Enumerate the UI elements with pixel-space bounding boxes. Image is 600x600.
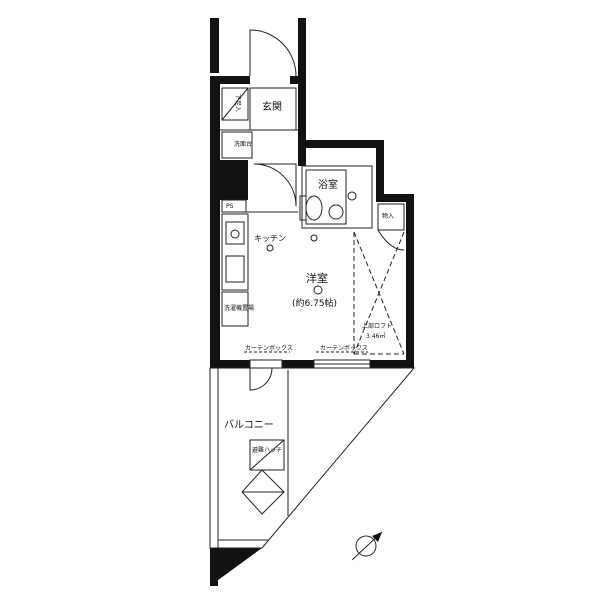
label-curtain-left: カーテンボックス — [245, 344, 293, 352]
label-ps: PS — [226, 203, 234, 210]
wall-entrance-right — [298, 76, 306, 166]
label-kitchen: キッチン — [254, 234, 286, 243]
label-shoe-box: 下足入 — [234, 94, 241, 112]
balcony-outline — [209, 367, 416, 549]
wall-entrance-top — [218, 76, 250, 84]
wall-right-main — [406, 194, 414, 366]
wall-left-upper — [210, 18, 219, 73]
label-western-room: 洋室 — [306, 271, 328, 285]
balcony-door — [249, 367, 273, 391]
label-washer: 洗濯機置場 — [224, 304, 254, 312]
entrance-door — [249, 29, 297, 77]
wall-room-bottom-left — [210, 360, 250, 368]
washbasin — [221, 131, 253, 159]
bath-drain — [328, 204, 344, 220]
washer-area — [221, 291, 249, 327]
label-bath: 浴室 — [318, 178, 338, 191]
label-loft-size: 3.46㎡ — [366, 332, 385, 340]
north-compass-icon — [351, 531, 383, 561]
label-storage: 物入 — [382, 212, 394, 220]
label-entrance: 玄関 — [262, 100, 282, 113]
wall-bath-right — [376, 140, 384, 200]
toilet — [305, 195, 323, 221]
wall-room-bottom-right — [370, 360, 414, 368]
label-western-room-size: (約6.75帖) — [292, 297, 337, 309]
kitchen-counter — [221, 213, 249, 291]
inner-door — [253, 163, 297, 207]
label-loft: 上部ロフト — [362, 322, 392, 330]
balcony-bottom-bar — [210, 548, 218, 586]
wall-storage-top — [376, 194, 414, 202]
emergency-hatch — [249, 439, 285, 471]
label-emergency-hatch: 避難ハッチ — [252, 446, 282, 454]
ceiling-light — [313, 285, 323, 295]
wall-right-upper — [298, 18, 306, 76]
shoe-box — [221, 87, 249, 121]
label-curtain-right: カーテンボックス — [320, 344, 368, 352]
wall-left-block — [218, 160, 248, 200]
wall-bath-top — [298, 140, 383, 148]
wall-left-main — [210, 76, 220, 366]
window-left — [249, 359, 283, 369]
label-balcony: バルコニー — [224, 419, 274, 431]
stove — [225, 255, 245, 283]
wall-room-bottom-mid — [282, 360, 314, 368]
label-washbasin: 洗面台 — [234, 140, 252, 148]
balcony-bottom-block — [210, 548, 262, 586]
hatch-ladder — [241, 469, 285, 515]
bath-unit — [301, 165, 373, 229]
kitchen-sink — [225, 221, 245, 245]
